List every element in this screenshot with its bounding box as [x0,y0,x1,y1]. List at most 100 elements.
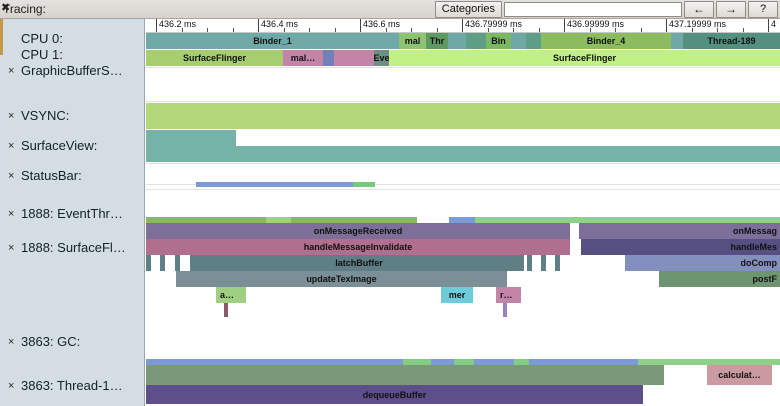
surfaceflinger-slice[interactable] [570,239,581,255]
eventthread-slice[interactable] [196,182,353,187]
ruler-minor-tick [487,28,489,32]
close-track-icon[interactable]: × [8,169,15,182]
surfaceflinger-slice[interactable]: a… [216,287,246,303]
surfaceview-slice[interactable] [236,130,780,146]
vsync-slice[interactable] [146,103,780,129]
prev-button[interactable]: ← [684,0,714,18]
cpu0-slice[interactable] [511,33,526,49]
surfaceflinger-slice[interactable] [160,255,165,271]
surfaceflinger-strip[interactable] [291,217,417,223]
track-label-gc[interactable]: ×3863: GC: [0,333,145,350]
statusbar-slice[interactable] [146,164,780,184]
search-input[interactable] [504,1,682,17]
thread1-slice[interactable]: dequeueBuffer [146,385,643,404]
cpu1-slice[interactable]: mal… [283,50,323,66]
close-track-icon[interactable]: × [8,335,15,348]
thread1-strip[interactable] [514,359,529,365]
surfaceflinger-slice[interactable] [555,255,560,271]
cpu0-slice[interactable] [671,33,683,49]
surfaceflinger-slice[interactable]: handleMes [581,239,780,255]
thread1-strip[interactable] [474,359,514,365]
surfaceflinger-slice[interactable]: r… [496,287,521,303]
surfaceflinger-slice[interactable] [190,255,194,271]
close-track-icon[interactable]: × [8,139,15,152]
track-label-cpu-0[interactable]: ×CPU 0: [0,30,145,47]
cpu0-slice[interactable]: Thr [426,33,448,49]
track-label-eventthread[interactable]: ×1888: EventThr… [0,205,145,222]
thread1-strip[interactable] [403,359,431,365]
cpu0-slice[interactable]: Bin [486,33,511,49]
close-track-icon[interactable]: × [8,109,15,122]
statusbar-slice[interactable] [146,146,780,162]
surfaceflinger-slice[interactable] [503,303,507,317]
cpu1-slice[interactable]: SurfaceFlinger [146,50,283,66]
cpu1-slice[interactable] [334,50,374,66]
surfaceflinger-slice[interactable]: postF [659,271,780,287]
surfaceflinger-slice[interactable]: updateTexImage [176,271,507,287]
surfaceflinger-slice[interactable]: handleMessageInvalidate [146,239,570,255]
help-button[interactable]: ? [748,0,778,18]
surfaceflinger-slice[interactable] [224,303,228,317]
cpu0-slice[interactable] [466,33,486,49]
ruler-minor-tick [615,28,616,32]
surfaceflinger-slice[interactable]: doComp [625,255,780,271]
toolbar-controls: Categories ← → ? [434,0,778,18]
thread1-slice[interactable]: calculat… [707,365,772,385]
track-label-graphicbuffer[interactable]: ×GraphicBufferS… [0,62,145,79]
surfaceflinger-slice[interactable] [175,255,180,271]
cpu0-slice[interactable]: Binder_1 [146,33,399,49]
ruler-minor-tick [513,28,514,32]
cpu1-slice[interactable]: SurfaceFlinger [389,50,780,66]
surfaceflinger-strip[interactable] [266,217,291,223]
surfaceflinger-slice[interactable] [570,223,579,239]
thread1-strip[interactable] [454,359,474,365]
track-label-thread-1[interactable]: ×3863: Thread-1… [0,377,145,394]
cpu1-slice[interactable] [323,50,334,66]
thread1-strip[interactable] [431,359,454,365]
thread1-strip[interactable] [638,359,780,365]
ruler-minor-tick [283,28,285,32]
surfaceflinger-slice[interactable]: onMessag [579,223,780,239]
track-label-statusbar[interactable]: ×StatusBar: [0,167,145,184]
gc-slice[interactable] [146,319,780,359]
graphicbuffer-slice[interactable] [146,68,780,101]
canvas-left-edge [145,19,146,406]
row-separator [146,189,780,190]
cpu0-slice[interactable]: mal [399,33,426,49]
track-label-surfaceview[interactable]: ×SurfaceView: [0,137,145,154]
close-track-icon[interactable]: × [8,207,15,220]
surfaceflinger-strip[interactable] [449,217,475,223]
surfaceflinger-slice[interactable] [541,255,546,271]
thread1-slice[interactable] [146,365,664,385]
close-track-icon[interactable]: × [8,64,15,77]
surfaceflinger-slice[interactable]: mer [441,287,473,303]
next-button[interactable]: → [716,0,746,18]
surfaceflinger-slice[interactable]: onMessageReceived [146,223,570,239]
cpu1-slice[interactable]: Eve [374,50,389,66]
cpu0-slice[interactable]: Thread-189 [683,33,780,49]
cpu0-slice[interactable] [448,33,466,49]
track-label-cpu-1[interactable]: ×CPU 1: [0,46,145,63]
thread1-strip[interactable] [146,359,403,365]
surfaceflinger-slice[interactable] [527,255,532,271]
surfaceflinger-strip[interactable] [146,217,266,223]
close-track-icon[interactable]: × [8,379,15,392]
cpu0-slice[interactable]: Binder_4 [541,33,671,49]
surfaceflinger-strip[interactable] [417,217,449,223]
ruler-minor-tick [385,28,387,32]
surfaceflinger-slice[interactable] [146,255,151,271]
track-label-surfaceflinger[interactable]: ×1888: SurfaceFl… [0,239,145,256]
close-x-icon[interactable]: ✖ [1,2,11,14]
eventthread-slice[interactable] [353,182,375,187]
surfaceflinger-strip[interactable] [475,217,780,223]
cpu0-slice[interactable] [526,33,541,49]
track-label-vsync[interactable]: ×VSYNC: [0,107,145,124]
ruler-minor-tick [538,28,540,32]
categories-button[interactable]: Categories [434,0,502,18]
surfaceview-slice[interactable] [146,130,236,146]
close-track-icon[interactable]: × [8,241,15,254]
thread1-strip[interactable] [529,359,638,365]
surfaceflinger-slice[interactable]: latchBuffer [194,255,524,271]
